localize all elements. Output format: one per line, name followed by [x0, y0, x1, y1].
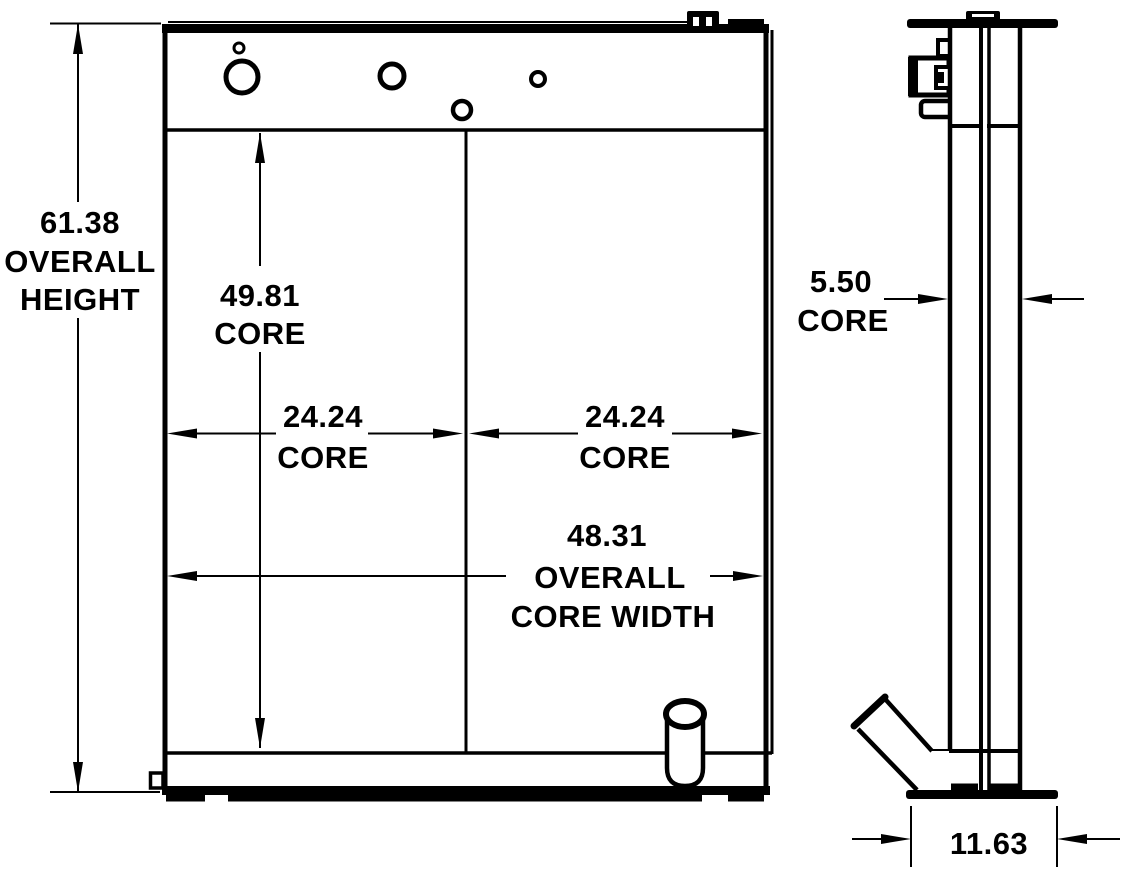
- dim-right-core-label: CORE: [579, 440, 671, 475]
- bottom-tank-bottom-edge: [162, 786, 770, 795]
- arrow-left-icon: [1022, 294, 1052, 304]
- side-view: [850, 11, 1058, 799]
- side-pipe-lower-edge: [856, 727, 919, 792]
- arrow-right-icon: [433, 428, 463, 439]
- core-column-fill: [948, 28, 1022, 788]
- side-bracket-pin: [937, 72, 944, 83]
- dim-overall-core-value: 48.31: [567, 518, 647, 553]
- side-pipe-transition: [916, 751, 949, 790]
- small-hole-1: [232, 41, 246, 55]
- arrow-down-icon: [255, 718, 265, 748]
- dim-core-height-value: 49.81: [220, 278, 300, 313]
- dim-overall-height-label2: HEIGHT: [20, 282, 140, 317]
- dim-right-core-width: 24.24 CORE: [469, 399, 762, 475]
- outlet-pipe-fill: [667, 712, 703, 786]
- arrow-left-icon: [167, 571, 197, 581]
- foot-left: [166, 795, 205, 802]
- dim-left-core-value: 24.24: [283, 399, 363, 434]
- dim-overall-core-label2: CORE WIDTH: [511, 599, 716, 634]
- dim-left-core-label: CORE: [277, 440, 369, 475]
- dim-overall-core-width: 48.31 OVERALL CORE WIDTH: [167, 518, 763, 634]
- bottom-flange: [906, 790, 1058, 799]
- side-bracket-bar: [908, 57, 918, 96]
- foot-center: [228, 795, 702, 802]
- left-edge-tab: [148, 771, 165, 790]
- top-tank-top-edge: [162, 24, 769, 33]
- dim-overall-core-label1: OVERALL: [534, 560, 686, 595]
- arrow-left-icon: [167, 428, 197, 439]
- side-tab-lower: [918, 98, 955, 120]
- side-pipe-fill: [858, 700, 931, 790]
- front-view: [148, 11, 774, 802]
- arrow-up-icon: [73, 24, 83, 54]
- dim-right-core-value: 24.24: [585, 399, 665, 434]
- side-foot-right: [988, 783, 1019, 791]
- dim-core-depth: 5.50 CORE: [797, 264, 1084, 338]
- dim-overall-depth-value: 11.63: [950, 826, 1028, 861]
- arrow-right-icon: [881, 834, 911, 844]
- foot-right: [728, 795, 764, 802]
- fitting-hole-1: [223, 58, 261, 96]
- dim-core-height-label: CORE: [214, 316, 306, 351]
- top-flange: [907, 19, 1058, 28]
- dim-overall-depth: 11.63: [852, 806, 1120, 867]
- arrow-left-icon: [1057, 834, 1087, 844]
- top-tank-step: [728, 19, 764, 33]
- dim-core-depth-label: CORE: [797, 303, 889, 338]
- side-pipe-end-flange: [850, 693, 889, 730]
- side-pipe-upper-edge: [884, 698, 934, 753]
- filler-cap-front: [687, 11, 719, 26]
- arrow-down-icon: [73, 762, 83, 792]
- arrow-left-icon: [469, 428, 499, 439]
- arrow-right-icon: [732, 428, 762, 439]
- small-hole-2: [529, 70, 547, 88]
- outlet-pipe-opening: [663, 698, 707, 730]
- dim-overall-height-label1: OVERALL: [4, 244, 156, 279]
- side-foot-left: [951, 783, 978, 791]
- filler-cap-side-slot: [972, 14, 994, 17]
- arrow-right-icon: [733, 571, 763, 581]
- filler-cap-slot-left: [693, 17, 699, 26]
- dim-overall-height-value: 61.38: [40, 205, 120, 240]
- dim-overall-height: 61.38 OVERALL HEIGHT: [4, 22, 161, 793]
- dim-core-depth-value: 5.50: [810, 264, 872, 299]
- dim-left-core-width: 24.24 CORE: [167, 399, 463, 475]
- fitting-hole-2: [377, 61, 407, 91]
- arrow-right-icon: [918, 294, 948, 304]
- arrow-up-icon: [255, 133, 265, 163]
- dim-core-height: 49.81 CORE: [214, 133, 306, 748]
- filler-cap-slot-right: [706, 17, 712, 26]
- small-hole-3: [450, 98, 474, 122]
